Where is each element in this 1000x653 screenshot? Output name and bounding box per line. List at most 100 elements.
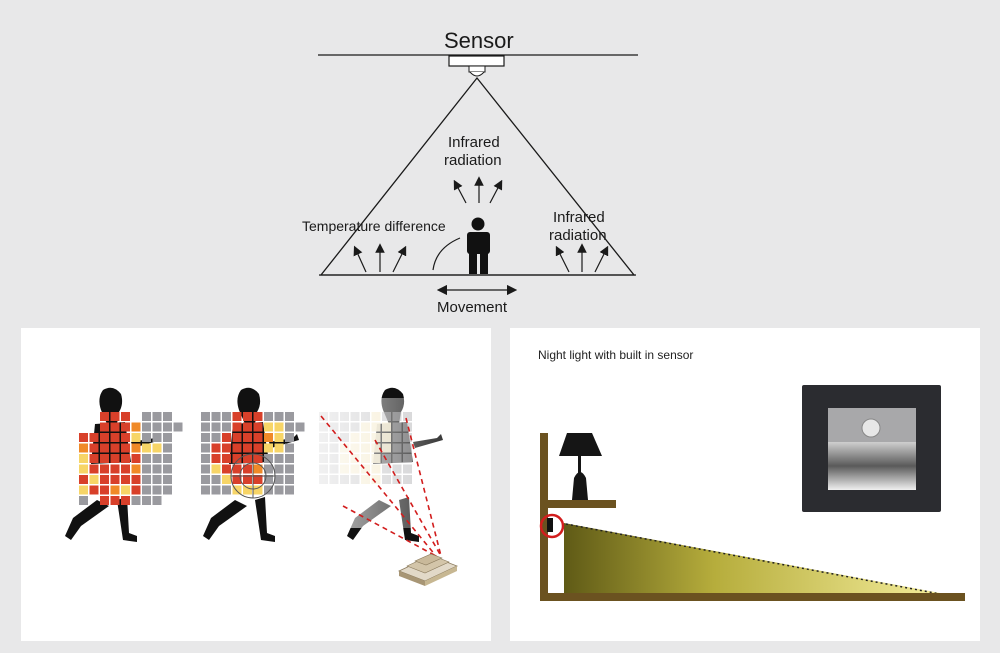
heat-grid-cell [163, 443, 172, 453]
infrared-label-right-line2: radiation [549, 227, 607, 244]
heat-grid-cell [243, 433, 252, 442]
heat-grid-cell [152, 454, 162, 463]
heat-grid-cell [222, 464, 231, 474]
infrared-arrows-left [353, 243, 407, 273]
heat-grid-cell [264, 422, 273, 432]
heat-grid-cell [89, 433, 99, 442]
heat-grid-cell [121, 443, 130, 453]
heat-grid [201, 412, 305, 495]
heat-grid-cell [211, 443, 221, 453]
heat-grid-cell [131, 422, 141, 432]
heat-grid-cell [100, 496, 109, 505]
heat-grid-cell [100, 443, 109, 453]
person-icon [467, 217, 490, 274]
heat-map-illustration [65, 387, 459, 586]
heat-grid-cell [110, 433, 120, 442]
heat-grid-cell [243, 454, 252, 463]
heat-grid-cell [79, 485, 88, 495]
walking-woman-icon [65, 387, 161, 542]
heat-grid-cell [152, 433, 162, 442]
night-light-illustration [539, 385, 965, 601]
heat-grid-cell [201, 412, 210, 421]
heat-grid-cell [274, 422, 284, 432]
heat-grid-cell [264, 443, 273, 453]
heat-grid-cell [100, 422, 109, 432]
heat-grid-cell [232, 454, 242, 463]
heat-grid-cell [211, 464, 221, 474]
heat-grid-cell [121, 475, 130, 484]
heat-grid-cell [110, 475, 120, 484]
heat-grid-cell [89, 475, 99, 484]
heat-grid-cell [232, 485, 242, 495]
heat-grid-cell [222, 412, 231, 421]
heat-grid-cell [264, 464, 273, 474]
heat-grid-cell [274, 433, 284, 442]
heat-grid-cell [253, 454, 263, 463]
pir-sensor-icon [448, 55, 505, 77]
heat-grid-cell [142, 475, 151, 484]
heat-grid-cell [253, 475, 263, 484]
heat-grid [79, 412, 183, 505]
heat-grid-cell [89, 454, 99, 463]
heat-grid-cell [285, 443, 294, 453]
heat-grid-cell [121, 412, 130, 421]
sensor-highlight-circle [539, 513, 565, 539]
heat-grid-cell [243, 464, 252, 474]
heat-grid-cell [285, 464, 294, 474]
heat-grid-cell [232, 464, 242, 474]
heat-grid-cell [152, 422, 162, 432]
heat-grid-cell [131, 464, 141, 474]
heat-grid-cell [163, 422, 172, 432]
heat-grid-cell [142, 433, 151, 442]
heat-grid-cell [142, 422, 151, 432]
heat-grid-cell [211, 454, 221, 463]
heat-grid-cell [253, 443, 263, 453]
heat-grid-cell [152, 443, 162, 453]
heat-grid-cell [163, 485, 172, 495]
detection-circle [230, 453, 276, 499]
heat-grid-cell [264, 454, 273, 463]
heat-grid-cell [274, 485, 284, 495]
infrared-arrows-right [555, 243, 609, 273]
fade-overlay [318, 398, 458, 528]
heat-grid-cell [142, 464, 151, 474]
heat-grid-cell [110, 454, 120, 463]
heat-grid-cell [79, 496, 88, 505]
heat-grid-cell [201, 422, 210, 432]
heat-grid-cell [222, 485, 231, 495]
heat-grid-cell [100, 464, 109, 474]
heat-grid-cell [285, 485, 294, 495]
heat-grid-cell [121, 464, 130, 474]
heat-grid-cell [264, 412, 273, 421]
heat-grid-cell [243, 422, 252, 432]
heat-grid-cell [274, 454, 284, 463]
heat-grid-cell [121, 433, 130, 442]
heat-grid-cell [89, 443, 99, 453]
floor-shelf [540, 593, 965, 601]
heat-grid-cell [253, 433, 263, 442]
heat-grid-cell [201, 464, 210, 474]
heat-grid-cell [285, 422, 294, 432]
heat-grid-cell [131, 496, 141, 505]
sensor-cone-drawing [318, 54, 638, 296]
heat-grid-cell [211, 412, 221, 421]
heat-grid-cell [222, 475, 231, 484]
night-light-panel: Night light with built in sensor [510, 328, 980, 641]
movement-label: Movement [437, 299, 508, 316]
heat-grid-cell [222, 422, 231, 432]
infrared-label-right-line1: Infrared [553, 209, 605, 226]
pir-device-icon [397, 553, 459, 586]
heat-grid-cell [142, 443, 151, 453]
heat-grid-cell [201, 443, 210, 453]
heat-grid-cell [131, 454, 141, 463]
heat-grid-cell [201, 475, 210, 484]
heat-grid-cell [110, 443, 120, 453]
heat-grid-cell [89, 485, 99, 495]
heat-grid-cell [131, 475, 141, 484]
beam-edge [565, 523, 941, 595]
heat-grid-cell [243, 443, 252, 453]
heat-grid-cell [79, 443, 88, 453]
heat-grid-cell [163, 454, 172, 463]
heat-grid-cell [152, 485, 162, 495]
heat-grid-cell [152, 496, 162, 505]
